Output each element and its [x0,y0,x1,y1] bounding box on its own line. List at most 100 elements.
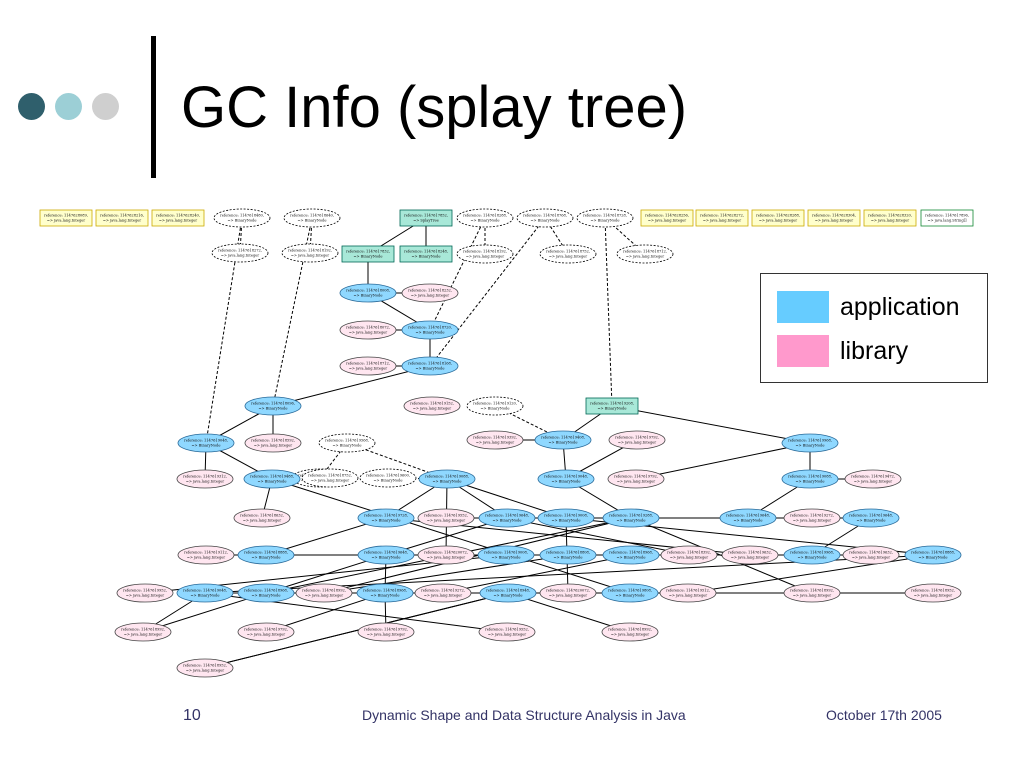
node-shape [781,433,839,453]
node-reference-label: reference: 1147619088, [425,475,469,479]
node-l23: reference: 1147619512,=> java.lang.Integ… [659,583,717,603]
node-reference-label: reference: 1147619648, [364,551,408,555]
node-reference-label: reference: 1147617896, [925,214,969,218]
node-reference-label: reference: 1147618248, [404,250,448,254]
decor-dot-dark [18,93,45,120]
node-type-label: => java.lang.Integer [367,633,406,637]
node-n26: reference: 1147619048,=> BinaryNode [176,583,234,603]
node-shape [466,430,524,450]
edge-d5-bx [604,217,613,407]
node-reference-label: reference: 1147618992, [121,628,165,632]
node-reference-label: reference: 1147618272, [218,249,262,253]
node-type-label: => java.lang.Integer [427,519,466,523]
node-type-label: => BinaryNode [416,331,445,335]
node-shape [237,545,295,565]
node-n25: reference: 1147618888,=> BinaryNode [904,545,962,565]
node-reference-label: reference: 1147619968, [788,439,832,443]
node-e1: reference: 1147618272,=> java.lang.Integ… [211,243,269,263]
node-reference-label: reference: 1147618632, [240,514,284,518]
node-type-label: => java.lang.Integer [793,594,832,598]
edge-n13-l16 [506,517,690,556]
node-reference-label: reference: 1147619632, [849,551,893,555]
node-l26: reference: 1147618992,=> java.lang.Integ… [114,622,172,642]
node-reference-label: reference: 1147628320, [868,214,912,218]
node-type-label: => BinaryNode [372,519,401,523]
node-l10: reference: 1147619792,=> java.lang.Integ… [607,469,665,489]
node-type-label: => java.lang.Integer [427,556,466,560]
node-type-label: => BinaryNode [796,480,825,484]
node-type-label: => java.lang.Integer [854,480,893,484]
node-shape [719,508,777,528]
node-reference-label: reference: 1147618968, [609,551,653,555]
node-n6: reference: 1147619488,=> BinaryNode [243,469,301,489]
node-shape [863,209,917,227]
edge-n25-l23 [687,554,934,594]
node-type-label: => BinaryNode [616,594,645,598]
node-d7: reference: 1147619568,=> BinaryNode [318,433,376,453]
node-reference-label: reference: 1147619952, [123,589,167,593]
node-reference-label: reference: 1147619968, [790,551,834,555]
node-type-label: => BinaryNode [298,219,327,223]
node-reference-label: reference: 1147618888, [244,551,288,555]
node-shape [807,209,861,227]
node-type-label: => BinaryNode [416,367,445,371]
node-r2: reference: 1147628216,=> java.lang.Integ… [95,209,149,227]
node-type-label: => java.lang.Integer [311,479,350,483]
node-shape [116,583,174,603]
node-reference-label: reference: 1147619792, [615,436,659,440]
node-reference-label: reference: 1147619792, [614,475,658,479]
node-shape [751,209,805,227]
node-reference-label: reference: 1147619208, [590,402,634,406]
node-shape [295,583,353,603]
node-shape [318,433,376,453]
node-type-label: => java.lang.Integer [815,219,854,223]
node-type-label: => BinaryNode [252,556,281,560]
node-reference-label: reference: 1147618072, [346,326,390,330]
node-shape [640,209,694,227]
node-reference-label: reference: 1147619152, [410,402,454,406]
node-shape [399,209,453,227]
footer-date: October 17th 2005 [826,707,942,723]
node-type-label: => BinaryNode [492,556,521,560]
node-shape [781,469,839,489]
node-reference-label: reference: 1147619120, [473,402,517,406]
node-shape [537,508,595,528]
node-reference-label: reference: 1147618948, [486,589,530,593]
node-reference-label: reference: 1147619008, [484,551,528,555]
node-shape [539,583,597,603]
node-reference-label: reference: 1147618232, [408,289,452,293]
node-shape [477,545,535,565]
node-shape [356,583,414,603]
node-type-label: => BinaryNode [549,441,578,445]
node-type-label: => java.lang.Integer [243,519,282,523]
edge-d3-n2 [429,217,486,331]
node-l18: reference: 1147619632,=> java.lang.Integ… [842,545,900,565]
node-shape [177,433,235,453]
node-shape [479,583,537,603]
node-l30: reference: 1147618992,=> java.lang.Integ… [601,622,659,642]
node-l22: reference: 1147620072,=> java.lang.Integ… [539,583,597,603]
node-type-label: => java.lang.Integer [413,407,452,411]
legend: application library [760,273,988,383]
node-reference-label: reference: 1147628272, [700,214,744,218]
node-type-label: => java.lang.Integer [759,219,798,223]
node-type-label: => BinaryNode [919,556,948,560]
node-shape [783,508,841,528]
slide-title: GC Info (splay tree) [181,75,688,140]
node-n2: reference: 1147618720,=> BinaryNode [401,320,459,340]
node-n17: reference: 1147619088,=> BinaryNode [781,469,839,489]
node-n21: reference: 1147619648,=> BinaryNode [357,545,415,565]
node-n22: reference: 1147619008,=> BinaryNode [477,545,535,565]
node-reference-label: reference: 1147618192, [463,250,507,254]
node-type-label: => BinaryNode [374,479,403,483]
node-reference-label: reference: 1147628240, [156,214,200,218]
node-reference-label: reference: 1147628256, [645,214,689,218]
node-l19: reference: 1147619952,=> java.lang.Integ… [116,583,174,603]
node-type-label: => java.lang.Integer [611,633,650,637]
node-type-label: => BinaryNode [857,519,886,523]
node-reference-label: reference: 1147619288, [609,514,653,518]
node-type-label: => java.lang.Integer [291,254,330,258]
node-shape [401,283,459,303]
node-type-label: => BinaryNode [228,219,257,223]
node-l8: reference: 1147619392,=> java.lang.Integ… [466,430,524,450]
